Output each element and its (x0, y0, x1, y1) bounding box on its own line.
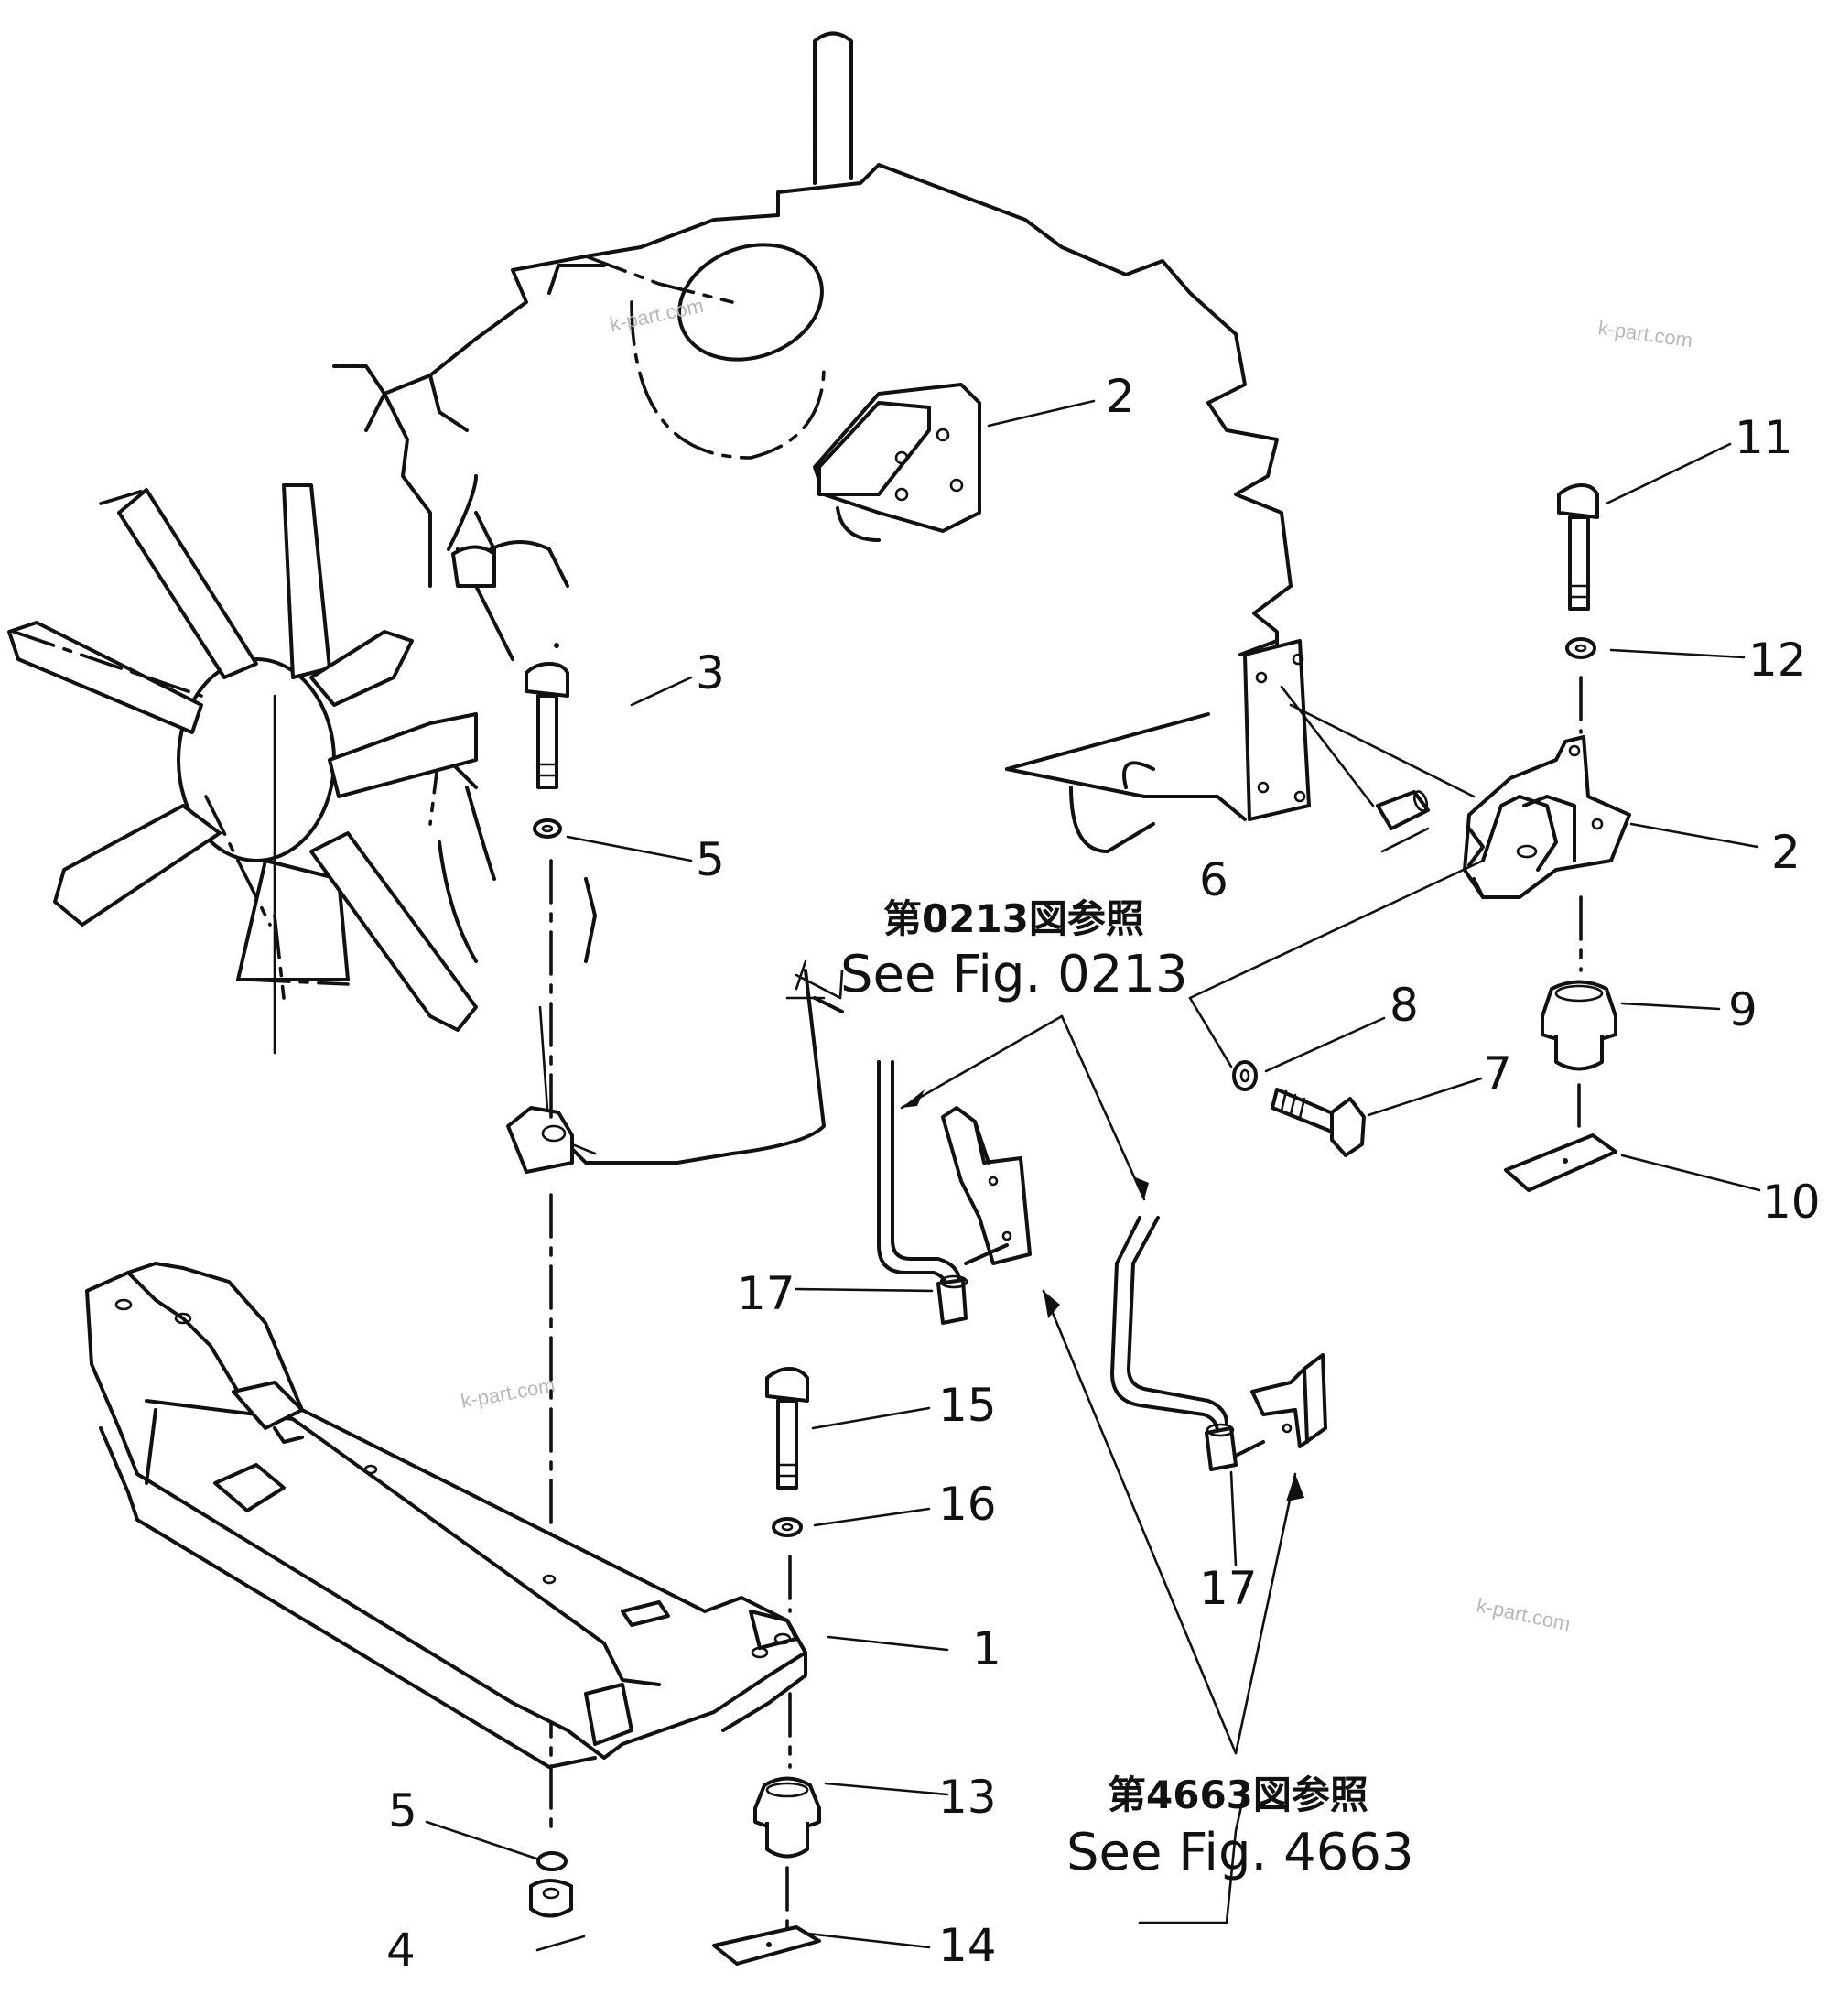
cooling-fan (7, 483, 478, 1055)
watermark-1: k-part.com (608, 294, 706, 336)
watermark-2: k-part.com (1596, 316, 1693, 352)
callout-12: 12 (1748, 634, 1807, 687)
oil-pipes (877, 1060, 1327, 1471)
fig-4663-en: See Fig. 4663 (1066, 1823, 1414, 1882)
callout-numbers: 1 2 2 3 4 5 5 6 7 8 9 10 11 12 13 14 15 … (386, 370, 1821, 1977)
watermark-4: k-part.com (1475, 1593, 1573, 1635)
callout-5-upper: 5 (696, 833, 725, 886)
callout-2-right: 2 (1771, 826, 1801, 879)
callout-4: 4 (386, 1924, 416, 1977)
callout-14: 14 (938, 1919, 997, 1972)
callout-7: 7 (1483, 1047, 1512, 1100)
fig-0213-en: See Fig. 0213 (840, 945, 1188, 1004)
leader-lines (425, 399, 1761, 1952)
rear-mount-stack (712, 1367, 821, 1966)
callout-16: 16 (938, 1478, 997, 1531)
figure-reference-0213: 第0213図参照 See Fig. 0213 (840, 896, 1188, 1004)
callout-5-lower: 5 (388, 1784, 417, 1837)
callout-11: 11 (1735, 411, 1793, 464)
callout-15: 15 (938, 1379, 997, 1432)
callout-13: 13 (938, 1771, 997, 1824)
watermark-3: k-part.com (460, 1373, 557, 1413)
fig-0213-jp: 第0213図参照 (883, 896, 1144, 941)
cross-member-frame (85, 1262, 807, 1769)
callout-2-top: 2 (1106, 370, 1135, 423)
right-mount-stack (1188, 483, 1631, 1192)
callout-17-right: 17 (1199, 1562, 1258, 1615)
callout-6: 6 (1199, 853, 1228, 906)
callout-10: 10 (1762, 1176, 1821, 1229)
figure-reference-4663: 第4663図参照 See Fig. 4663 (1066, 1772, 1414, 1882)
callout-9: 9 (1728, 983, 1758, 1036)
engine-block (332, 31, 1311, 1174)
callout-8: 8 (1390, 979, 1419, 1032)
fig-4663-jp: 第4663図参照 (1108, 1772, 1368, 1817)
callout-3: 3 (696, 646, 725, 699)
callout-1: 1 (972, 1622, 1001, 1675)
front-bolt-stack (525, 643, 573, 1918)
callout-17-left: 17 (737, 1267, 795, 1320)
